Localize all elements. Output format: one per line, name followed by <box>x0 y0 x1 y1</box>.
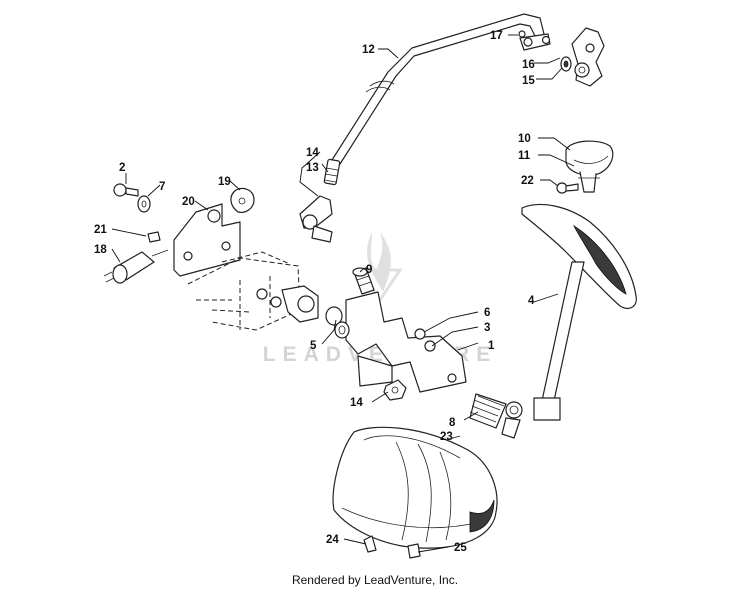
callout-12: 12 <box>362 44 375 56</box>
callout-10: 10 <box>518 133 531 145</box>
callout-14-bottom: 14 <box>350 397 363 409</box>
callout-21: 21 <box>94 224 107 236</box>
callout-23: 23 <box>440 431 453 443</box>
callout-5: 5 <box>310 340 317 352</box>
main-plate <box>325 291 467 393</box>
footer-credit: Rendered by LeadVenture, Inc. <box>292 573 458 587</box>
mounting-bracket <box>173 203 319 331</box>
callout-15: 15 <box>522 75 535 87</box>
callout-7: 7 <box>159 181 165 193</box>
shift-rod <box>323 13 545 186</box>
callout-18: 18 <box>94 244 107 256</box>
screw-22 <box>556 182 579 194</box>
callout-1: 1 <box>488 340 495 352</box>
spring-8 <box>469 393 507 429</box>
shift-linkage <box>518 27 605 87</box>
leader-lines <box>111 34 575 553</box>
screws-24-25 <box>363 535 421 559</box>
fastener-9 <box>352 267 375 295</box>
left-hardware <box>103 183 255 284</box>
nut-14 <box>383 379 407 401</box>
callout-19: 19 <box>218 176 231 188</box>
shift-lever <box>501 203 637 439</box>
callout-6: 6 <box>484 307 490 319</box>
callout-20: 20 <box>182 196 195 208</box>
callout-16: 16 <box>522 59 535 71</box>
callout-14-top: 14 <box>306 147 319 159</box>
callout-4: 4 <box>528 295 535 307</box>
callout-3: 3 <box>484 322 490 334</box>
callout-2: 2 <box>119 162 125 174</box>
callout-11: 11 <box>518 150 531 162</box>
boot-cover <box>332 426 498 549</box>
callout-13: 13 <box>306 162 319 174</box>
callout-24: 24 <box>326 534 339 546</box>
shift-knob <box>565 140 614 193</box>
callout-22: 22 <box>521 175 534 187</box>
callout-17: 17 <box>490 30 503 42</box>
callout-9: 9 <box>366 264 372 276</box>
callout-25: 25 <box>454 542 467 554</box>
callout-labels: 1 2 3 4 5 6 7 8 9 10 11 12 13 14 14 15 1… <box>94 30 535 554</box>
callout-8: 8 <box>449 417 456 429</box>
shift-arm <box>299 195 333 243</box>
